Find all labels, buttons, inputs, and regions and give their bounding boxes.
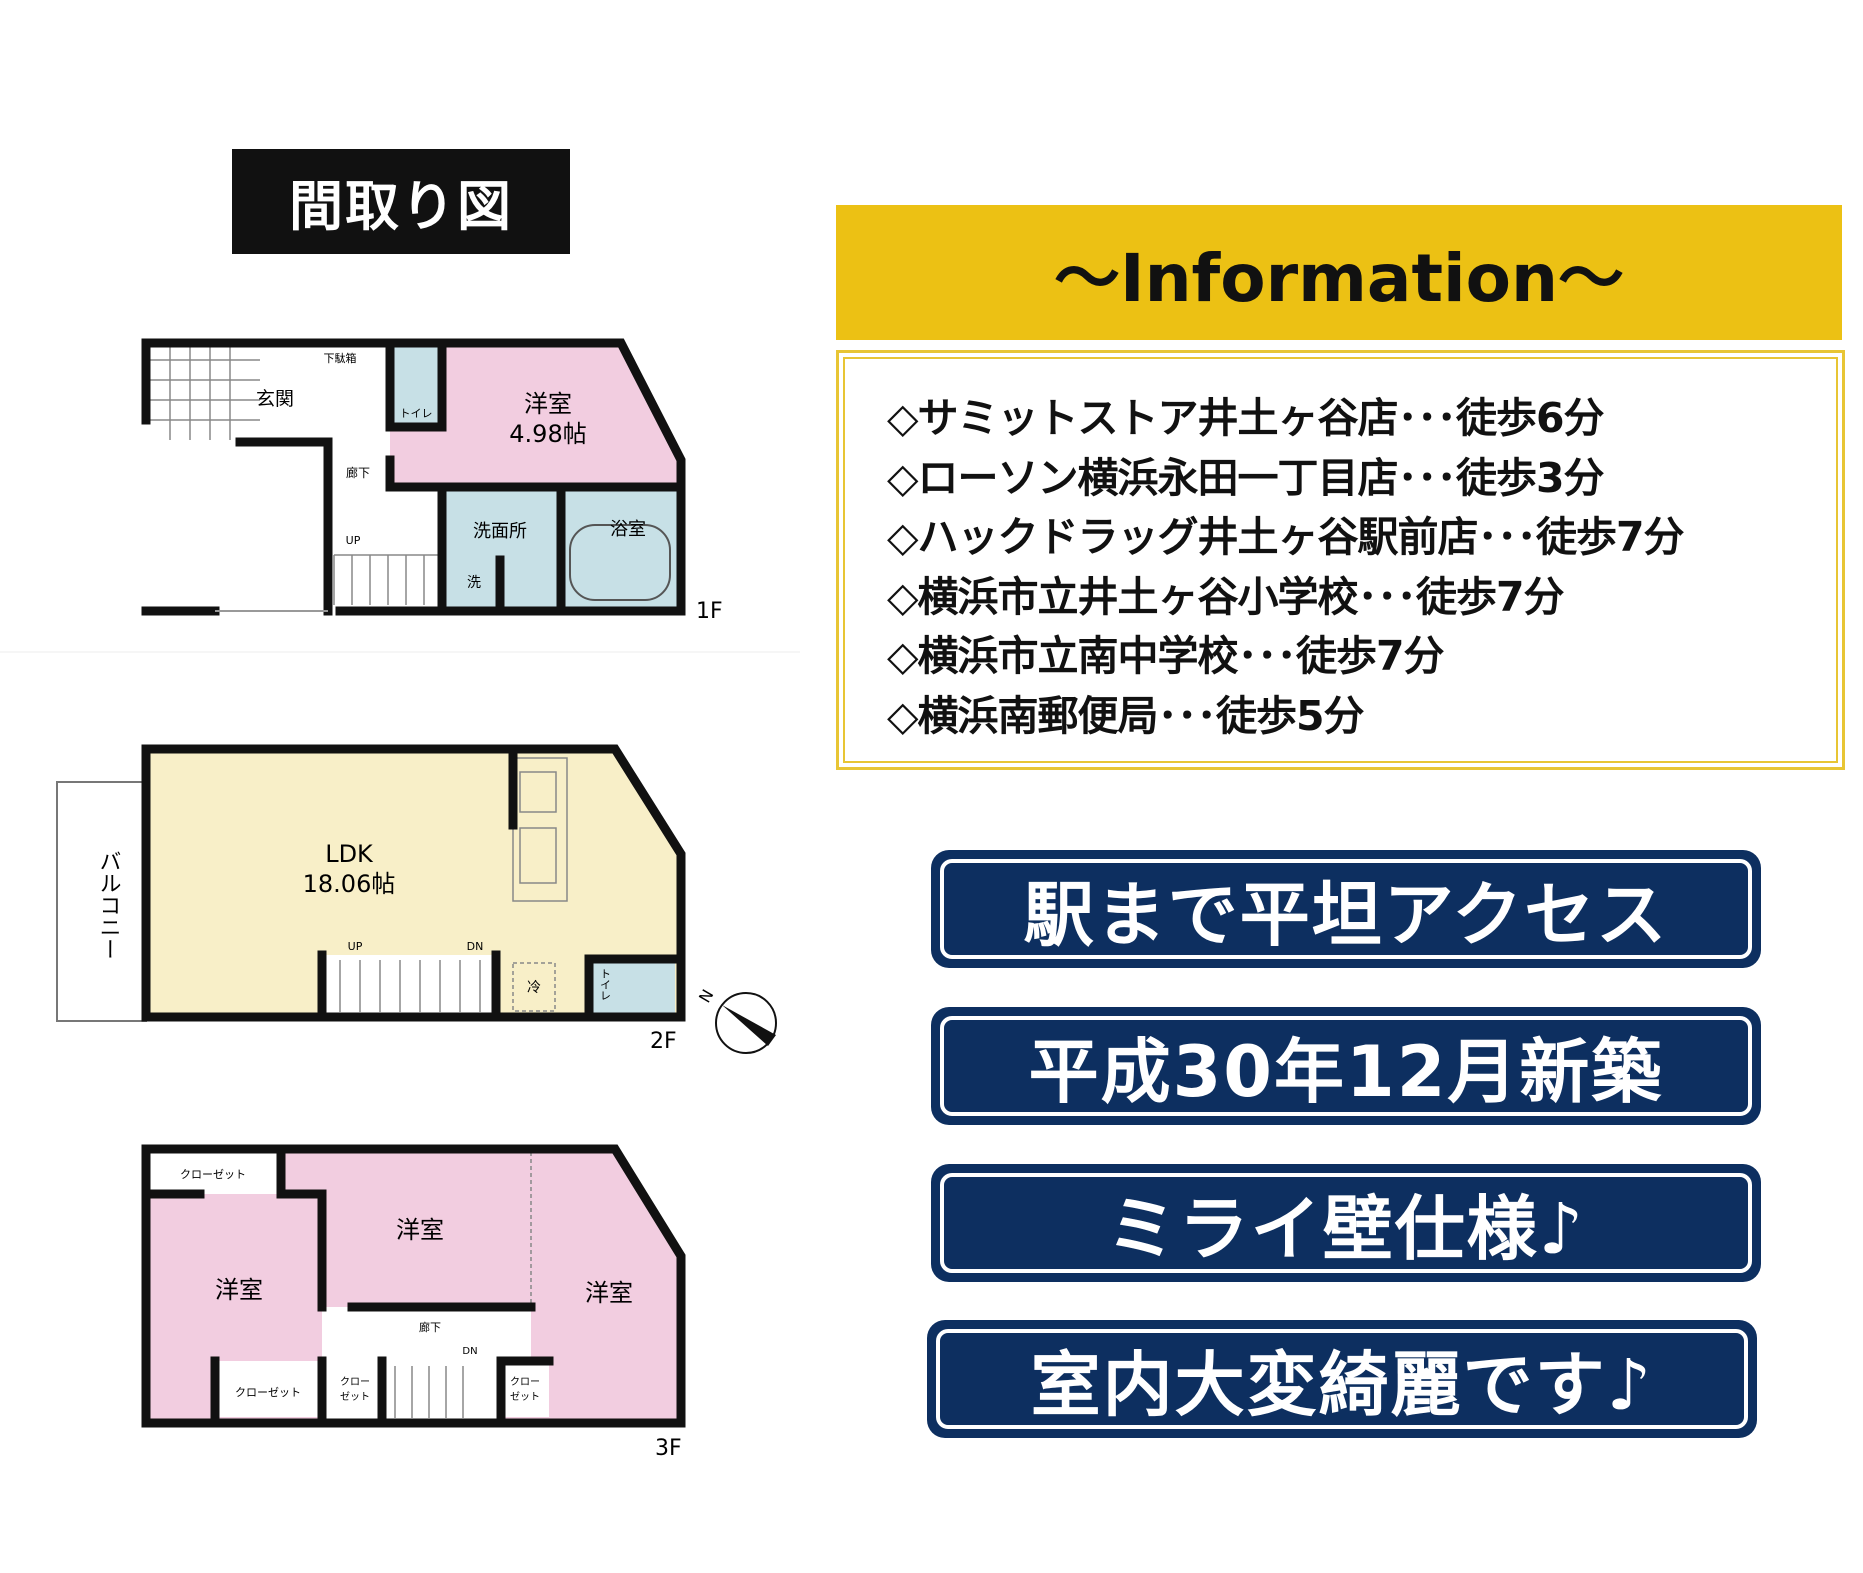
information-list: ◇サミットストア井土ヶ谷店･･･徒歩6分 ◇ローソン横浜永田一丁目店･･･徒歩3… — [843, 357, 1838, 763]
up-1f-label: UP — [346, 534, 361, 547]
toilet-2f — [589, 959, 675, 1017]
room-1f-western — [390, 343, 681, 487]
info-item: ◇横浜市立南中学校･･･徒歩7分 — [887, 632, 1445, 680]
information-header: ～Information～ — [836, 205, 1842, 340]
closet-small-label-3: クロー — [510, 1376, 540, 1388]
toilet-2f-label: トイレ — [599, 968, 612, 1001]
hallway-3f-label: 廊下 — [419, 1320, 441, 1334]
room-3f-left-label: 洋室 — [215, 1276, 263, 1304]
ldk-room — [146, 749, 681, 1017]
rooms-3f — [146, 1149, 681, 1423]
room-1f-size: 4.98帖 — [509, 420, 586, 448]
toilet-1f — [390, 343, 442, 427]
info-item: ◇ローソン横浜永田一丁目店･･･徒歩3分 — [887, 453, 1605, 502]
room-1f-label: 洋室 — [524, 390, 572, 418]
banner-flat-access: 駅まで平坦アクセス — [931, 850, 1761, 968]
floor-label-3f: 3F — [655, 1436, 682, 1461]
info-item: ◇ハックドラッグ井土ヶ谷駅前店･･･徒歩7分 — [887, 513, 1685, 561]
entrance-tiles — [150, 345, 442, 605]
ldk-size: 18.06帖 — [303, 870, 396, 898]
banner-text: 室内大変綺麗です♪ — [936, 1329, 1748, 1429]
bathroom — [561, 487, 681, 611]
floor-2f: LDK 18.06帖 バルコニー UP DN 冷 トイレ 2F N — [56, 744, 777, 1054]
up-2f-label: UP — [348, 940, 363, 953]
dn-3f-label: DN — [462, 1346, 477, 1357]
closet-bottom-left — [215, 1361, 322, 1417]
info-item: ◇サミットストア井土ヶ谷店･･･徒歩6分 — [887, 394, 1605, 442]
info-item: ◇横浜南郵便局･･･徒歩5分 — [887, 691, 1365, 740]
information-box: ◇サミットストア井土ヶ谷店･･･徒歩6分 ◇ローソン横浜永田一丁目店･･･徒歩3… — [836, 350, 1845, 770]
hallway-3f — [322, 1307, 531, 1361]
balcony-label: バルコニー — [96, 850, 121, 960]
closet-bottom-right — [501, 1361, 549, 1417]
closet-bottom-label: クローゼット — [235, 1386, 301, 1399]
banner-built-date: 平成30年12月新築 — [931, 1007, 1761, 1125]
bath-label: 浴室 — [610, 519, 646, 540]
closet-small-label-1: クロー — [340, 1376, 370, 1388]
shoe-box-label: 下駄箱 — [324, 351, 357, 365]
banner-text: 平成30年12月新築 — [940, 1016, 1752, 1116]
compass-icon: N — [695, 986, 777, 1054]
banner-text: 駅まで平坦アクセス — [940, 859, 1752, 959]
floor-label-2f: 2F — [650, 1029, 677, 1054]
banner-clean-interior: 室内大変綺麗です♪ — [927, 1320, 1757, 1438]
floorplan-drawing: 洋室 4.98帖 玄関 下駄箱 トイレ 廊下 洗面所 浴室 洗 UP 1F — [0, 338, 800, 1461]
hallway-1f-label: 廊下 — [346, 465, 370, 480]
toilet-1f-label: トイレ — [400, 407, 433, 420]
washroom-label: 洗面所 — [473, 521, 527, 542]
compass-north-label: N — [695, 986, 717, 1006]
balcony — [56, 781, 147, 1022]
info-item: ◇横浜市立井土ヶ谷小学校･･･徒歩7分 — [887, 572, 1565, 621]
room-3f-middle-label: 洋室 — [396, 1216, 444, 1244]
bathtub — [569, 524, 671, 601]
washer-label: 洗 — [467, 575, 481, 591]
room-3f-right-label: 洋室 — [585, 1279, 633, 1307]
closet-top-label: クローゼット — [180, 1168, 246, 1181]
banner-text: ミライ壁仕様♪ — [940, 1173, 1752, 1273]
closet-small-label-4: ゼット — [510, 1391, 540, 1403]
closet-small-label-2: ゼット — [340, 1391, 370, 1403]
fridge-label: 冷 — [527, 980, 541, 996]
dn-2f-label: DN — [467, 940, 484, 953]
floor-1f: 洋室 4.98帖 玄関 下駄箱 トイレ 廊下 洗面所 浴室 洗 UP 1F — [141, 338, 723, 624]
closet-top — [146, 1149, 281, 1194]
floor-3f: 洋室 洋室 洋室 クローゼット クローゼット クロー ゼット クロー ゼット 廊… — [141, 1144, 686, 1461]
floor-label-1f: 1F — [696, 599, 723, 624]
stairs-2f — [322, 955, 496, 1017]
ldk-label: LDK — [325, 840, 374, 868]
floorplan-title: 間取り図 — [232, 149, 570, 254]
banner-mirai-wall: ミライ壁仕様♪ — [931, 1164, 1761, 1282]
entrance-label: 玄関 — [256, 388, 294, 410]
